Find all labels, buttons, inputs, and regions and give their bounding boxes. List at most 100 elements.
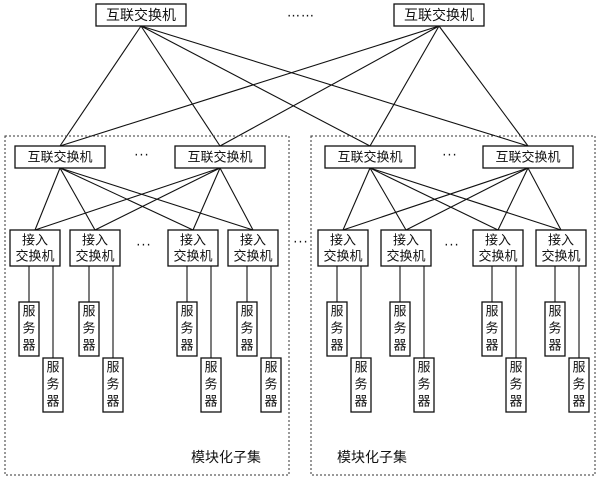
server-label-char: 服	[393, 305, 406, 320]
top-to-module-link	[438, 25, 529, 147]
top-to-module-link	[140, 25, 371, 147]
server-label-char: 器	[572, 395, 585, 410]
access-switch-label-line1: 接入	[240, 233, 266, 249]
server-box	[200, 357, 222, 413]
module-to-access-link	[497, 167, 529, 231]
module-switch-ellipsis: ···	[442, 149, 457, 164]
server-label-char: 务	[264, 377, 277, 393]
top-to-module-link	[59, 25, 440, 147]
server-label-char: 服	[82, 305, 95, 320]
top-switch-ellipsis: ……	[287, 6, 315, 21]
access-switch-label-line2: 交换机	[75, 249, 114, 265]
server-label-char: 器	[180, 339, 193, 354]
server-label-char: 器	[204, 395, 217, 410]
module-gap-ellipsis: ···	[293, 236, 308, 251]
module-to-access-link	[192, 167, 221, 231]
module-to-access-link	[405, 167, 529, 231]
server-label-char: 器	[330, 339, 343, 354]
server-label-char: 服	[354, 361, 367, 376]
server-label-char: 务	[180, 321, 193, 337]
server-label-char: 务	[393, 321, 406, 337]
server-label-char: 务	[485, 321, 498, 337]
access-switch-label-line1: 接入	[393, 233, 419, 249]
server-label-char: 服	[22, 305, 35, 320]
access-switch-ellipsis: ···	[444, 239, 459, 254]
access-switch-box	[167, 229, 219, 267]
access-switch-box	[69, 229, 121, 267]
server-label-char: 务	[204, 377, 217, 393]
server-label-char: 务	[417, 377, 430, 393]
top-switch-box	[95, 3, 187, 27]
server-box	[413, 357, 435, 413]
server-label-char: 服	[548, 305, 561, 320]
server-label-char: 务	[82, 321, 95, 337]
server-box	[236, 301, 258, 357]
module-switch-label: 互联交换机	[337, 150, 402, 166]
access-switch-label-line2: 交换机	[173, 249, 212, 265]
access-switch-label-line1: 接入	[330, 233, 356, 249]
access-switch-label-line1: 接入	[82, 233, 108, 249]
server-label-char: 器	[22, 339, 35, 354]
module-to-access-link	[34, 167, 61, 231]
server-label-char: 务	[509, 377, 522, 393]
access-switch-label-line2: 交换机	[541, 249, 580, 265]
server-label-char: 务	[572, 377, 585, 393]
top-to-module-link	[59, 25, 142, 147]
access-switch-label-line1: 接入	[485, 233, 511, 249]
server-label-char: 器	[393, 339, 406, 354]
server-label-char: 服	[485, 305, 498, 320]
server-label-char: 服	[417, 361, 430, 376]
module-to-access-link	[342, 167, 371, 231]
top-switch-label: 互联交换机	[404, 7, 474, 24]
top-to-module-link	[369, 25, 440, 147]
module-switch-box	[14, 145, 106, 169]
server-box	[102, 357, 124, 413]
access-switch-box	[227, 229, 279, 267]
server-label-char: 务	[106, 377, 119, 393]
module-switch-label: 互联交换机	[495, 150, 560, 166]
server-label-char: 器	[264, 395, 277, 410]
module-label-left: 模块化子集	[191, 449, 261, 466]
module-frames	[4, 135, 596, 476]
top-to-module-link	[140, 25, 221, 147]
access-switch-label-line2: 交换机	[323, 249, 362, 265]
module-switch-box	[324, 145, 416, 169]
module-to-access-link	[369, 167, 407, 231]
module-to-access-link	[369, 167, 562, 231]
switch-and-server-nodes	[9, 3, 590, 413]
server-label-char: 器	[106, 395, 119, 410]
module-switch-label: 互联交换机	[27, 150, 92, 166]
server-label-char: 服	[180, 305, 193, 320]
module-frame-left	[4, 135, 290, 476]
server-box	[544, 301, 566, 357]
access-switch-label-line1: 接入	[180, 233, 206, 249]
access-switch-label-line2: 交换机	[386, 249, 425, 265]
server-box	[326, 301, 348, 357]
access-switch-label-line2: 交换机	[233, 249, 272, 265]
module-to-access-link	[219, 167, 254, 231]
server-label-char: 务	[22, 321, 35, 337]
module-switch-ellipsis: ···	[134, 149, 149, 164]
module-frame-right	[310, 135, 596, 476]
server-label-char: 器	[509, 395, 522, 410]
server-label-char: 服	[330, 305, 343, 320]
server-label-char: 服	[106, 361, 119, 376]
server-label-char: 务	[240, 321, 253, 337]
top-to-module-link	[140, 25, 529, 147]
server-label-char: 器	[82, 339, 95, 354]
server-label-char: 务	[330, 321, 343, 337]
server-label-char: 务	[46, 377, 59, 393]
server-box	[568, 357, 590, 413]
connection-lines	[28, 25, 580, 358]
labels: 互联交换机互联交换机……互联交换机互联交换机互联交换机互联交换机······接入…	[15, 6, 585, 467]
access-switch-box	[317, 229, 369, 267]
module-to-access-link	[527, 167, 562, 231]
server-label-char: 器	[354, 395, 367, 410]
top-switch-box	[393, 3, 485, 27]
module-to-access-link	[59, 167, 96, 231]
server-box	[78, 301, 100, 357]
server-label-char: 服	[572, 361, 585, 376]
module-switch-box	[482, 145, 574, 169]
server-label-char: 器	[548, 339, 561, 354]
server-box	[18, 301, 40, 357]
